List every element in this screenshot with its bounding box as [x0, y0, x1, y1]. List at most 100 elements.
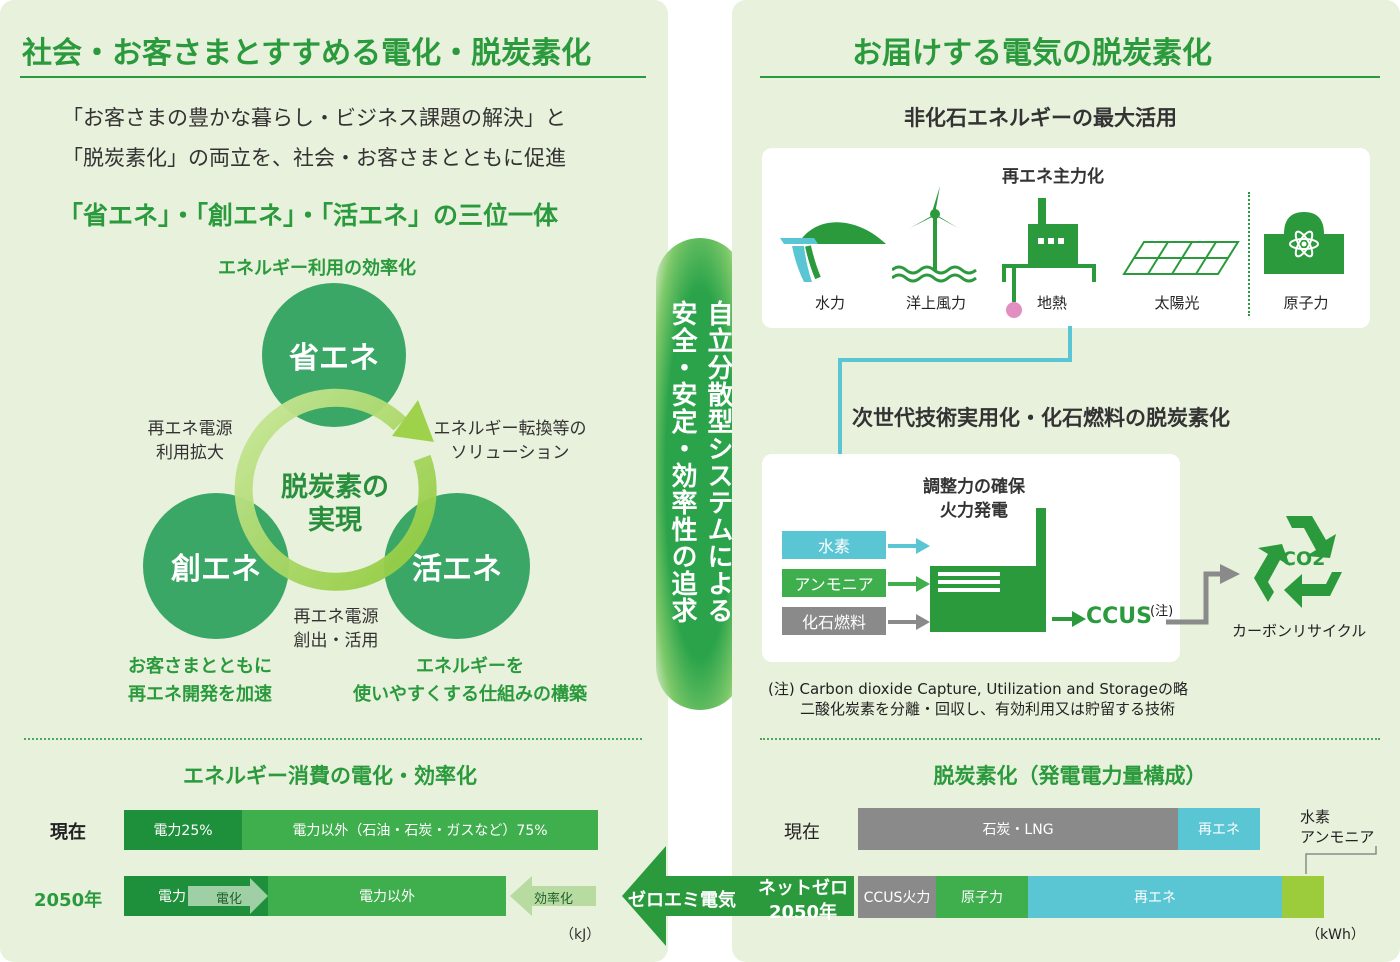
center-line1: 脱炭素の [281, 472, 389, 503]
efficiency-caption: エネルギー利用の効率化 [218, 258, 416, 279]
right-panel-title: お届けする電気の脱炭素化 [852, 36, 1212, 71]
cycle-arrow-ring [234, 388, 437, 591]
nextgen-heading: 次世代技術実用化・化石燃料の脱炭素化 [852, 406, 1230, 430]
thermal-plant-icon [930, 508, 1046, 632]
fuel-arrows [888, 538, 930, 630]
geothermal-icon [1002, 198, 1096, 318]
h2-leader-line [1305, 846, 1377, 874]
label-bottom-1: 再エネ電源 [293, 607, 379, 627]
efficiency-arrow [510, 876, 596, 916]
circle-energy-utilization: 活エネ [384, 493, 530, 639]
fuel-fossil-label: 化石燃料 [801, 613, 866, 632]
now-bar-coal-lng-label: 石炭・LNG [982, 822, 1054, 838]
y2050-bar-power-label: 電力 [158, 889, 186, 905]
h2-label-2: アンモニア [1300, 828, 1375, 846]
fuel-ammonia-label: アンモニア [794, 575, 874, 594]
zero-emission-arrow [622, 846, 854, 946]
netzero-line2: 2050年 [768, 902, 838, 923]
electrification-arrow-label: 電化 [216, 892, 243, 907]
solar-icon [1122, 241, 1240, 275]
h2-label-1: 水素 [1300, 808, 1331, 826]
right-row-now-label: 現在 [784, 822, 820, 843]
now-bar-power: 電力25% [124, 810, 242, 850]
label-left-2: 利用拡大 [156, 443, 224, 463]
ccus-label: CCUS [1086, 604, 1152, 629]
y2050-bar-nuclear: 原子力 [936, 876, 1028, 918]
label-right-1: エネルギー転換等の [433, 419, 587, 439]
note-line1: (注) Carbon dioxide Capture, Utilization … [768, 680, 1189, 698]
caption-left-1: お客さまとともに [128, 656, 272, 677]
carbon-recycle-label: カーボンリサイクル [1232, 622, 1367, 640]
nonfossil-heading: 非化石エネルギーの最大活用 [904, 106, 1177, 130]
label-left-1: 再エネ電源 [147, 419, 233, 439]
y2050-bar-other: 電力以外 [268, 876, 506, 916]
now-bar-renewable-label: 再エネ [1198, 822, 1240, 838]
now-bar-renewable: 再エネ [1178, 808, 1260, 850]
geothermal-label: 地熱 [1036, 294, 1067, 312]
right-title-underline [760, 76, 1380, 78]
middle-green-oval [656, 238, 744, 710]
label-bottom-2: 創出・活用 [293, 631, 379, 651]
offshore-wind-icon [892, 186, 977, 283]
y2050-bar-ccus: CCUS火力 [858, 876, 936, 918]
recycle-arrow [1166, 564, 1240, 625]
caption-right-1: エネルギーを [416, 656, 524, 677]
left-row-now-label: 現在 [50, 822, 86, 843]
renewable-main-label: 再エネ主力化 [1002, 167, 1104, 187]
y2050-bar-ccus-label: CCUS火力 [863, 890, 931, 906]
fuel-fossil: 化石燃料 [782, 607, 886, 635]
left-title-underline [20, 76, 646, 78]
circle-energy-saving-label: 省エネ [289, 341, 379, 376]
consumption-title: エネルギー消費の電化・効率化 [183, 764, 477, 788]
offshore-wind-label: 洋上風力 [905, 294, 966, 312]
now-bar-coal-lng: 石炭・LNG [858, 808, 1178, 850]
left-divider [24, 738, 642, 740]
now-bar-power-label: 電力25% [153, 823, 213, 839]
ccus-arrow [1052, 611, 1086, 627]
hydro-label: 水力 [814, 294, 845, 312]
caption-right-2: 使いやすくする仕組みの構築 [353, 684, 587, 705]
y2050-bar-renewable: 再エネ [1028, 876, 1282, 918]
efficiency-arrow-label: 効率化 [534, 892, 574, 907]
generation-title: 脱炭素化（発電電力量構成） [933, 764, 1207, 788]
y2050-bar-hydrogen [1282, 876, 1324, 918]
unit-kj: （kJ） [560, 927, 601, 943]
fuel-ammonia: アンモニア [782, 569, 886, 597]
solar-label: 太陽光 [1154, 294, 1200, 312]
fuel-hydrogen: 水素 [782, 531, 886, 559]
middle-vertical-text-1: 自立分散型システムによる [703, 300, 733, 624]
nuclear-divider [1248, 192, 1250, 316]
hydro-icon [780, 222, 886, 282]
electrification-arrow [188, 878, 268, 914]
adjust-line1: 調整力の確保 [923, 477, 1025, 497]
unit-kwh: （kWh） [1306, 927, 1365, 943]
label-right-2: ソリューション [450, 443, 570, 463]
left-row-2050-label: 2050年 [34, 890, 103, 911]
middle-vertical-text-2: 安全・安定・効率性の追求 [667, 300, 697, 624]
fuel-hydrogen-label: 水素 [817, 537, 850, 556]
left-panel-title: 社会・お客さまとすすめる電化・脱炭素化 [22, 36, 592, 71]
center-line2: 実現 [308, 505, 362, 536]
ccus-note-mark: (注) [1150, 604, 1174, 619]
left-intro-line1: 「お客さまの豊かな暮らし・ビジネス課題の解決」と [62, 106, 566, 130]
netzero-line1: ネットゼロ [758, 878, 848, 899]
y2050-bar-other-label: 電力以外 [359, 889, 415, 905]
nuclear-icon [1264, 212, 1344, 274]
circle-energy-utilization-label: 活エネ [412, 552, 502, 587]
caption-left-2: 再エネ開発を加速 [128, 684, 272, 705]
trinity-heading: 「省エネ」・「創エネ」・「活エネ」の三位一体 [58, 201, 559, 230]
zero-emi-label: ゼロエミ電気 [628, 890, 736, 911]
nuclear-label: 原子力 [1283, 294, 1329, 312]
y2050-bar-nuclear-label: 原子力 [961, 890, 1003, 906]
circle-energy-creation-label: 創エネ [171, 552, 261, 587]
right-divider [760, 738, 1380, 740]
left-intro-line2: 「脱炭素化」の両立を、社会・お客さまとともに促進 [62, 146, 566, 170]
co2-label: CO2 [1282, 548, 1326, 570]
adjust-line2: 火力発電 [940, 501, 1008, 521]
note-line2: 二酸化炭素を分離・回収し、有効利用又は貯留する技術 [800, 700, 1176, 718]
left-panel [0, 0, 668, 962]
recycle-icon [1254, 516, 1342, 608]
now-bar-other-label: 電力以外（石油・石炭・ガスなど）75% [292, 823, 548, 839]
now-bar-other: 電力以外（石油・石炭・ガスなど）75% [242, 810, 598, 850]
circle-energy-creation: 創エネ [143, 493, 289, 639]
